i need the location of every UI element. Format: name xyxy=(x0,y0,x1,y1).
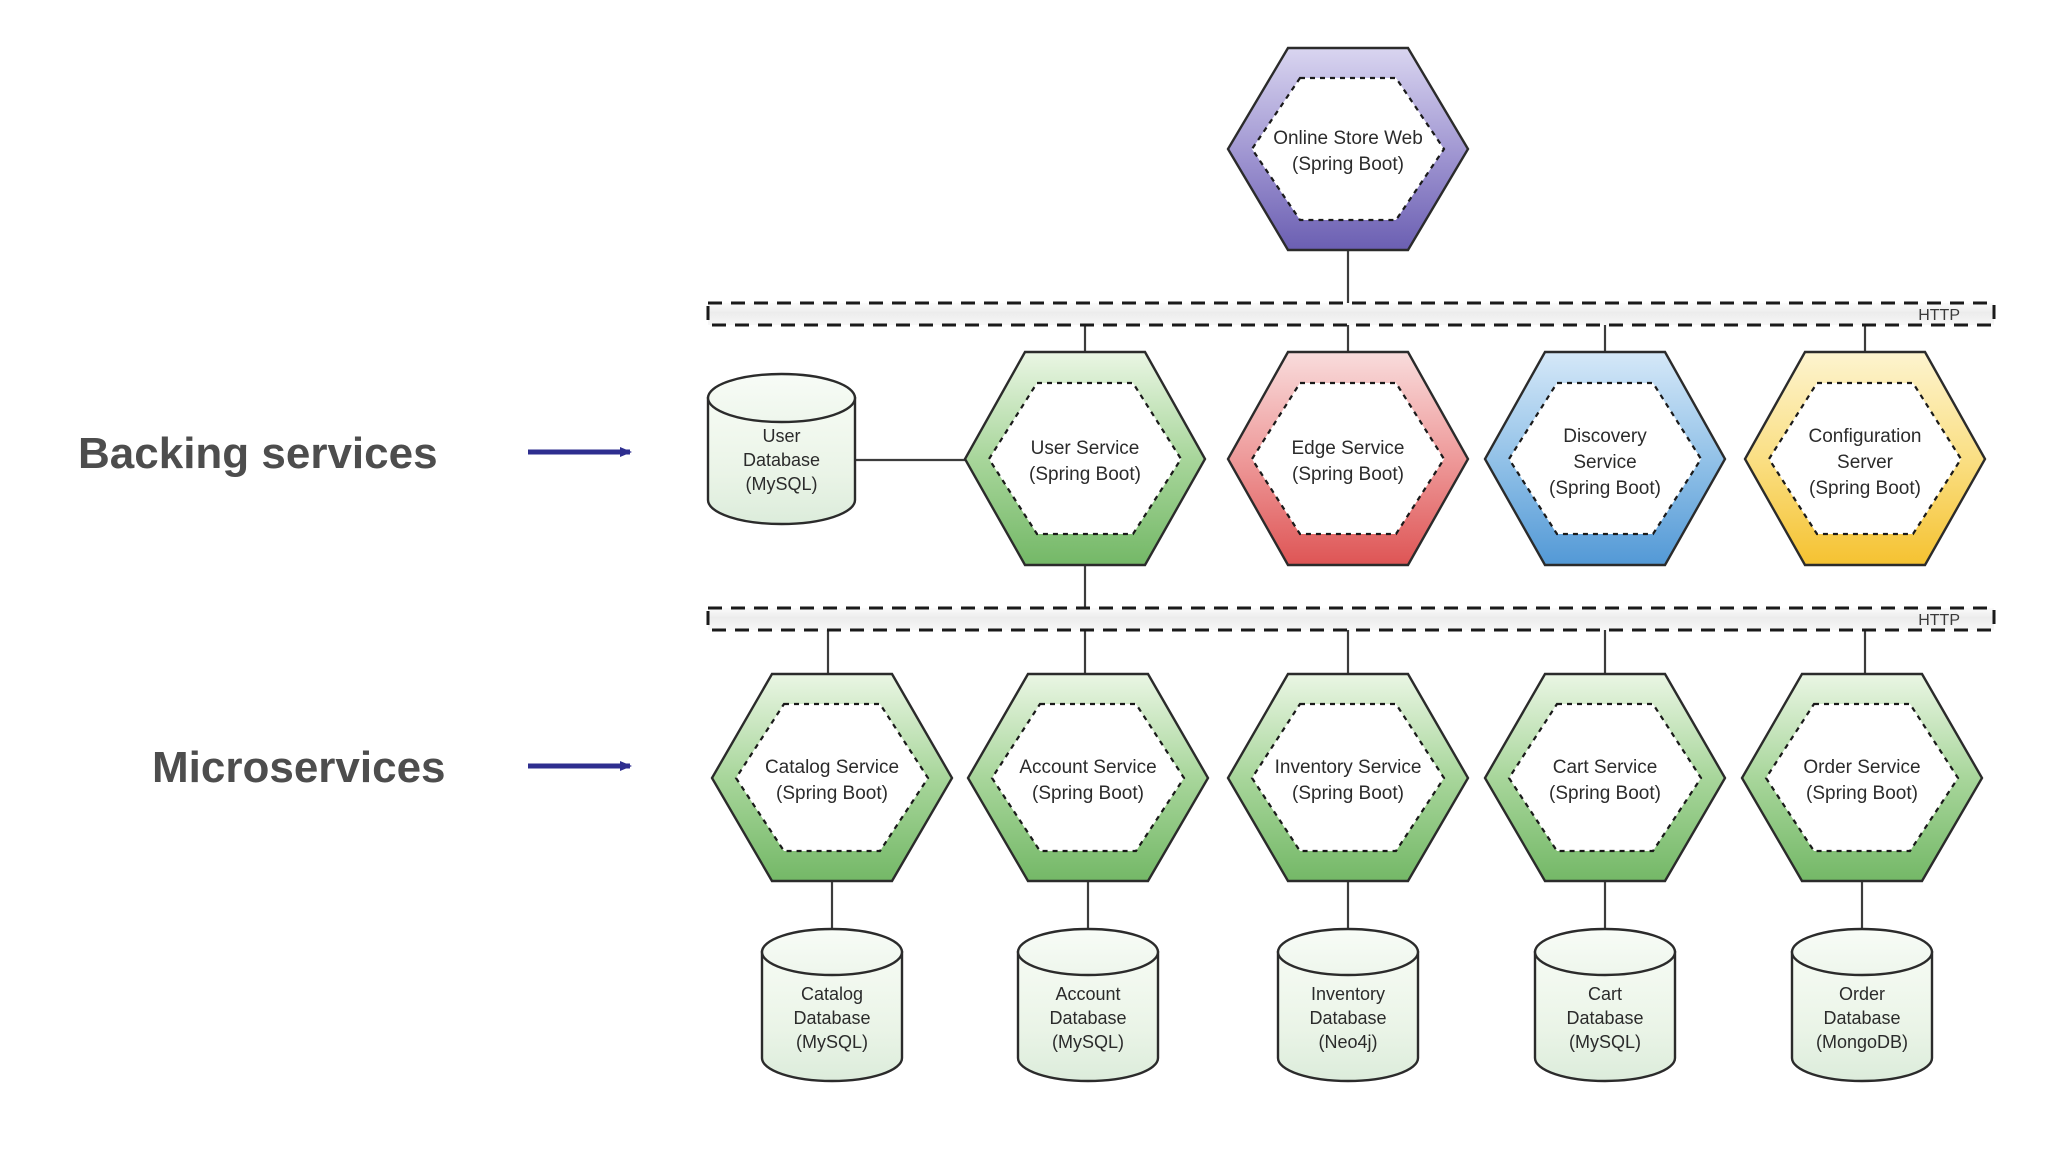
account-service-name: Account Service xyxy=(1019,757,1156,778)
cart-service-runtime: (Spring Boot) xyxy=(1549,783,1661,804)
node-catalog-database[interactable]: Catalog Database (MySQL) xyxy=(760,927,904,1083)
user-database-name: User xyxy=(762,426,800,446)
node-catalog-service[interactable]: Catalog Service (Spring Boot) xyxy=(710,672,954,883)
side-label-backing-services-text: Backing services xyxy=(78,429,438,478)
account-database-kind: Database xyxy=(1049,1008,1126,1028)
user-service-runtime: (Spring Boot) xyxy=(1029,464,1141,485)
bus-bottom-label: HTTP xyxy=(1918,612,1960,629)
catalog-service-name: Catalog Service xyxy=(765,757,899,778)
catalog-database-name: Catalog xyxy=(801,984,863,1004)
inventory-database-body xyxy=(1276,950,1420,1083)
catalog-database-top xyxy=(760,927,904,977)
node-cart-database[interactable]: Cart Database (MySQL) xyxy=(1533,927,1677,1083)
user-database-kind: Database xyxy=(743,450,820,470)
node-edge-service[interactable]: Edge Service (Spring Boot) xyxy=(1226,350,1470,567)
bus-bottom-bar xyxy=(706,606,1996,632)
node-inventory-database[interactable]: Inventory Database (Neo4j) xyxy=(1276,927,1420,1083)
cart-database-kind: Database xyxy=(1566,1008,1643,1028)
online-store-web-inner xyxy=(1250,76,1446,222)
inventory-service-name: Inventory Service xyxy=(1275,757,1422,778)
configuration-server-inner xyxy=(1767,381,1963,536)
account-service-runtime: (Spring Boot) xyxy=(1032,783,1144,804)
discovery-service-inner xyxy=(1507,381,1703,536)
account-database-name: Account xyxy=(1055,984,1120,1004)
user-database-engine: (MySQL) xyxy=(746,474,818,494)
node-cart-service[interactable]: Cart Service (Spring Boot) xyxy=(1483,672,1727,883)
order-service-name: Order Service xyxy=(1803,757,1920,778)
bus-top[interactable]: HTTP xyxy=(706,301,1996,327)
node-user-service[interactable]: User Service (Spring Boot) xyxy=(963,350,1207,567)
configuration-server-name-line1: Configuration xyxy=(1808,426,1921,447)
account-database-body xyxy=(1016,950,1160,1083)
account-database-engine: (MySQL) xyxy=(1052,1032,1124,1052)
node-configuration-server[interactable]: Configuration Server (Spring Boot) xyxy=(1743,350,1987,567)
edge-service-name: Edge Service xyxy=(1291,438,1404,459)
order-service-runtime: (Spring Boot) xyxy=(1806,783,1918,804)
node-online-store-web[interactable]: Online Store Web (Spring Boot) xyxy=(1226,46,1470,252)
cart-service-inner xyxy=(1507,702,1703,853)
inventory-database-top xyxy=(1276,927,1420,977)
cart-service-name: Cart Service xyxy=(1553,757,1658,778)
node-order-service[interactable]: Order Service (Spring Boot) xyxy=(1740,672,1984,883)
configuration-server-runtime: (Spring Boot) xyxy=(1809,478,1921,499)
edge-service-runtime: (Spring Boot) xyxy=(1292,464,1404,485)
inventory-service-runtime: (Spring Boot) xyxy=(1292,783,1404,804)
bus-top-label: HTTP xyxy=(1918,307,1960,324)
user-service-name: User Service xyxy=(1031,438,1140,459)
inventory-service-inner xyxy=(1250,702,1446,853)
inventory-database-engine: (Neo4j) xyxy=(1318,1032,1377,1052)
catalog-database-body xyxy=(760,950,904,1083)
node-user-database[interactable]: User Database (MySQL) xyxy=(706,372,857,526)
user-database-top xyxy=(706,372,857,424)
side-label-backing-services: Backing services xyxy=(78,429,632,478)
user-database-body xyxy=(706,396,857,526)
node-discovery-service[interactable]: Discovery Service (Spring Boot) xyxy=(1483,350,1727,567)
inventory-database-kind: Database xyxy=(1309,1008,1386,1028)
configuration-server-name-line2: Server xyxy=(1837,452,1894,473)
cart-database-body xyxy=(1533,950,1677,1083)
bus-bottom[interactable]: HTTP xyxy=(706,606,1996,632)
order-database-name: Order xyxy=(1839,984,1885,1004)
discovery-service-name-line1: Discovery xyxy=(1563,426,1647,447)
bus-top-bar xyxy=(706,301,1996,327)
connector-lines xyxy=(826,250,1867,928)
node-account-service[interactable]: Account Service (Spring Boot) xyxy=(966,672,1210,883)
edge-service-inner xyxy=(1250,381,1446,536)
side-label-microservices-text: Microservices xyxy=(152,743,446,792)
catalog-database-engine: (MySQL) xyxy=(796,1032,868,1052)
catalog-service-inner xyxy=(734,702,930,853)
side-label-microservices: Microservices xyxy=(152,743,632,792)
discovery-service-name-line2: Service xyxy=(1573,452,1636,473)
account-database-top xyxy=(1016,927,1160,977)
account-service-inner xyxy=(990,702,1186,853)
cart-database-engine: (MySQL) xyxy=(1569,1032,1641,1052)
node-inventory-service[interactable]: Inventory Service (Spring Boot) xyxy=(1226,672,1470,883)
order-database-kind: Database xyxy=(1823,1008,1900,1028)
online-store-web-name: Online Store Web xyxy=(1273,128,1423,149)
order-database-body xyxy=(1790,950,1934,1083)
order-service-inner xyxy=(1764,702,1960,853)
order-database-top xyxy=(1790,927,1934,977)
cart-database-name: Cart xyxy=(1588,984,1622,1004)
user-service-inner xyxy=(987,381,1183,536)
catalog-service-runtime: (Spring Boot) xyxy=(776,783,888,804)
node-order-database[interactable]: Order Database (MongoDB) xyxy=(1790,927,1934,1083)
online-store-web-runtime: (Spring Boot) xyxy=(1292,154,1404,175)
cart-database-top xyxy=(1533,927,1677,977)
order-database-engine: (MongoDB) xyxy=(1816,1032,1908,1052)
node-account-database[interactable]: Account Database (MySQL) xyxy=(1016,927,1160,1083)
inventory-database-name: Inventory xyxy=(1311,984,1385,1004)
discovery-service-runtime: (Spring Boot) xyxy=(1549,478,1661,499)
catalog-database-kind: Database xyxy=(793,1008,870,1028)
